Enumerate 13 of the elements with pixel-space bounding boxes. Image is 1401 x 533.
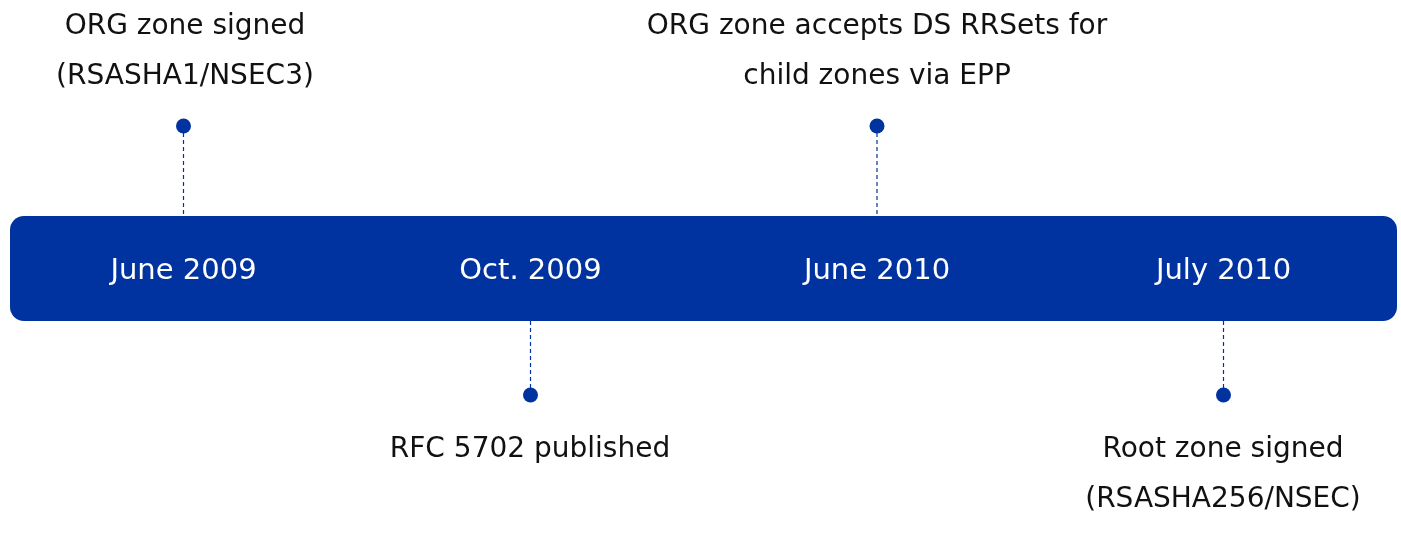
leader-line: [1216, 320, 1231, 403]
leader-line: [523, 320, 538, 403]
leader-line: [176, 118, 191, 217]
event-label: RFC 5702 published: [388, 430, 672, 466]
date-label: June 2010: [803, 251, 951, 286]
date-label: July 2010: [1155, 251, 1292, 286]
date-label: June 2009: [110, 251, 257, 286]
timeline-bar: [10, 216, 1397, 321]
date-label: Oct. 2009: [459, 251, 602, 286]
event-label: Root zone signed (RSASHA256/NSEC): [1084, 430, 1362, 516]
leader-line: [869, 118, 885, 217]
event-label: ORG zone accepts DS RRSets for child zones via EPP: [645, 7, 1109, 93]
event-label: ORG zone signed (RSASHA1/NSEC3): [55, 7, 315, 93]
